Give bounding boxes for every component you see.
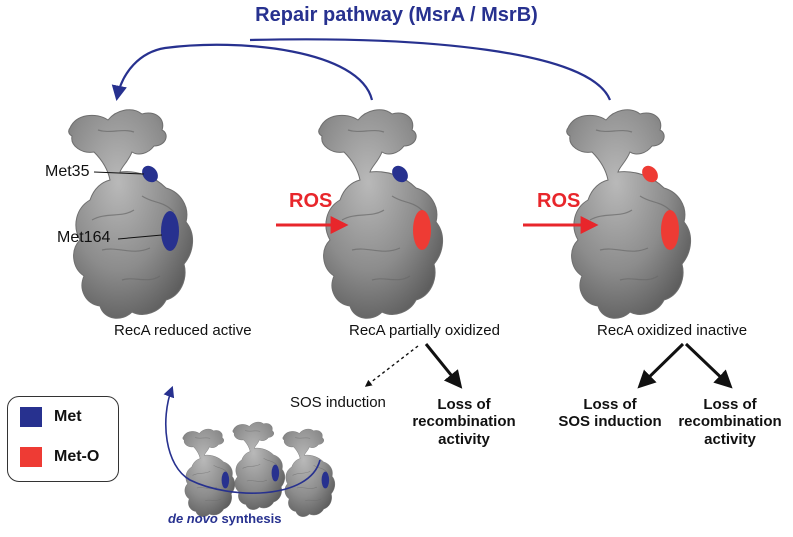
loss-recomb-1-line-3: activity: [438, 430, 490, 448]
ros-label-2: ROS: [537, 190, 581, 212]
loss-recomb-arrow-1: [424, 343, 463, 389]
legend-item-met: Met: [20, 407, 82, 427]
protein-state-2: [318, 109, 444, 319]
loss-recomb-1-line-1: Loss of: [437, 396, 491, 413]
loss-recomb-2-line-1: Loss of: [703, 396, 757, 413]
denovo-italic: de novo: [168, 511, 218, 526]
loss-sos-line-2: SOS induction: [558, 413, 662, 431]
sos-induction-label: SOS induction: [290, 394, 386, 411]
met35-site-3: [642, 165, 658, 183]
denovo-synthesis-label: de novo synthesis: [168, 511, 282, 527]
legend-label-met-o: Met-O: [54, 448, 100, 465]
repair-arc-1: [111, 43, 374, 102]
protein-state-1: [68, 109, 194, 319]
met35-site-2: [392, 165, 408, 183]
met164-label: Met164: [57, 229, 111, 246]
loss-recomb-1-line-2: recombination: [412, 413, 516, 431]
met164-site-1: [161, 211, 179, 251]
repair-pathway-title: Repair pathway (MsrA / MsrB): [255, 4, 538, 26]
loss-recomb-2-line-2: recombination: [678, 413, 782, 431]
denovo-rest: synthesis: [217, 511, 282, 526]
loss-recomb-arrow-2: [684, 342, 733, 389]
loss-sos-arrow: [637, 342, 685, 389]
ros-label-1: ROS: [289, 190, 333, 212]
protein-state-3: [566, 109, 692, 319]
loss-sos-induction: Loss of SOS induction: [545, 396, 675, 431]
loss-recomb-2-line-3: activity: [704, 430, 756, 448]
legend-item-met-o: Met-O: [20, 447, 99, 467]
loss-recombination-2: Loss of recombination activity: [670, 396, 790, 448]
repair-arc-2: [249, 38, 612, 101]
loss-recombination-1: Loss of recombination activity: [404, 396, 524, 448]
sos-arrow: [364, 345, 419, 387]
state-label-oxidized: RecA oxidized inactive: [597, 322, 748, 339]
state-label-reduced: RecA reduced active: [114, 322, 252, 339]
met164-leader: [117, 234, 163, 240]
met35-leader: [93, 171, 145, 175]
legend-label-met: Met: [54, 408, 82, 425]
legend: Met Met-O: [7, 396, 119, 482]
denovo-proteins: [182, 421, 336, 517]
state-label-partial: RecA partially oxidized: [349, 322, 500, 339]
loss-sos-line-1: Loss of: [583, 396, 637, 413]
met35-site-1: [142, 165, 158, 183]
met164-site-2: [413, 210, 431, 250]
denovo-arc: [163, 385, 321, 494]
legend-swatch-met-o: [20, 447, 42, 467]
met164-site-3: [661, 210, 679, 250]
legend-swatch-met: [20, 407, 42, 427]
met35-label: Met35: [45, 163, 90, 180]
